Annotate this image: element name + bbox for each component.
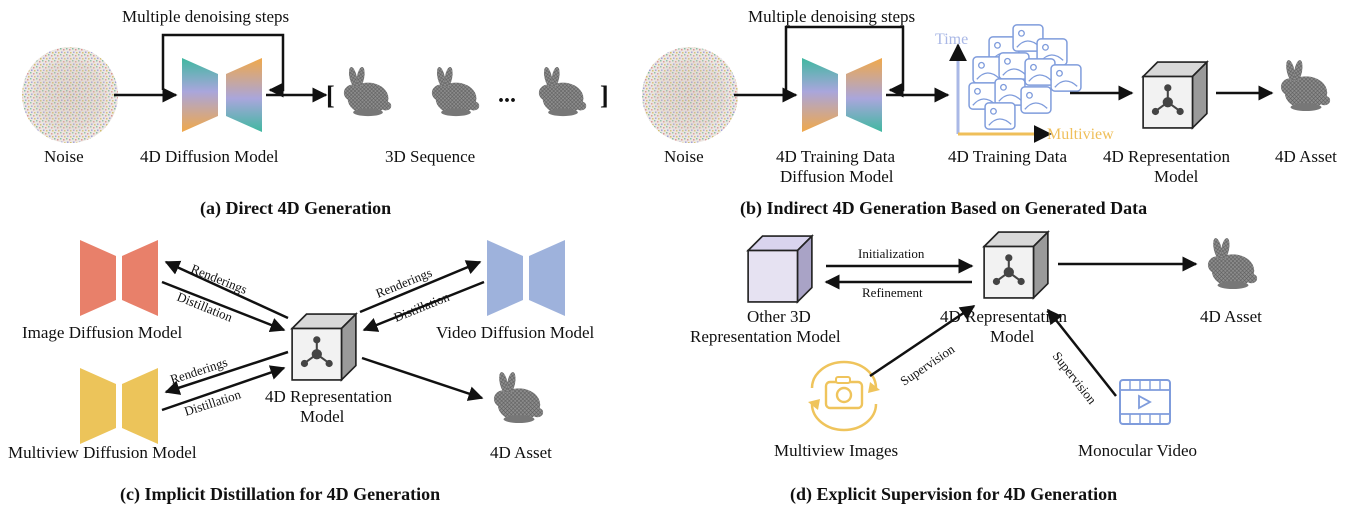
bunny-mesh-icon	[493, 371, 544, 424]
renderings-arrow-image	[164, 260, 289, 320]
video-diffusion-encoder	[487, 240, 523, 316]
initialization-label: Initialization	[858, 246, 925, 261]
caption-b: (b) Indirect 4D Generation Based on Gene…	[740, 198, 1147, 219]
distillation-label-image: Distillation	[175, 289, 235, 325]
caption-a: (a) Direct 4D Generation	[200, 198, 391, 219]
repr-label-d-line2: Model	[990, 327, 1035, 346]
bunny-mesh-icon	[538, 66, 587, 117]
other-label-line1: Other 3D	[747, 307, 811, 326]
repr-label-b-line1: 4D Representation	[1103, 147, 1230, 166]
bunny-mesh-icon	[343, 66, 392, 117]
panel-a: Multiple denoising steps [ ... ] Noise 4…	[22, 7, 609, 219]
image-diffusion-encoder	[80, 240, 116, 316]
multiview-diffusion-decoder	[122, 368, 158, 444]
diffusion-decoder-a	[226, 58, 262, 132]
cube-icon	[747, 235, 813, 303]
cube-molecule-icon	[983, 231, 1049, 299]
other-label-line2: Representation Model	[690, 327, 841, 346]
renderings-arrow-video	[359, 260, 482, 314]
supervision-label-video: Supervision	[1050, 349, 1100, 408]
asset-label-d: 4D Asset	[1200, 307, 1262, 326]
monocular-video-label: Monocular Video	[1078, 441, 1197, 460]
diffusion-encoder-b	[802, 58, 838, 132]
distillation-label-multiview: Distillation	[182, 386, 243, 418]
caption-c: (c) Implicit Distillation for 4D Generat…	[120, 484, 440, 505]
data-card-icon	[1050, 64, 1082, 92]
loop-label-b: Multiple denoising steps	[748, 7, 915, 26]
renderings-label-image: Renderings	[189, 261, 250, 297]
multiview-camera-icon	[808, 360, 880, 432]
cube-molecule-icon	[1142, 61, 1208, 129]
noise-label-b: Noise	[664, 147, 704, 166]
denoise-loop-arrow-a	[161, 33, 285, 98]
loop-label-a: Multiple denoising steps	[122, 7, 289, 26]
model-label-b-line1: 4D Training Data	[776, 147, 895, 166]
noise-label-a: Noise	[44, 147, 84, 166]
asset-label-b: 4D Asset	[1275, 147, 1337, 166]
image-diffusion-decoder	[122, 240, 158, 316]
caption-d: (d) Explicit Supervision for 4D Generati…	[790, 484, 1117, 505]
asset-label-c: 4D Asset	[490, 443, 552, 462]
model-label-a: 4D Diffusion Model	[140, 147, 279, 166]
bunny-mesh-icon	[1280, 59, 1331, 112]
distillation-arrow-video	[362, 280, 485, 332]
ellipsis-a: ...	[498, 82, 516, 108]
supervision-arrow-multiview	[869, 304, 976, 378]
multiview-images-label: Multiview Images	[774, 441, 898, 460]
video-icon	[1119, 379, 1171, 425]
repr-label-c-line2: Model	[300, 407, 345, 426]
bunny-mesh-icon	[431, 66, 480, 117]
panel-c: Image Diffusion Model Video Diffusion Mo…	[8, 240, 595, 505]
renderings-arrow-multiview	[164, 350, 289, 395]
arrow-repr-to-asset-c	[361, 356, 484, 401]
bunny-mesh-icon	[1207, 237, 1258, 290]
bracket-open: [	[326, 81, 335, 110]
data-card-icon	[984, 102, 1016, 130]
video-diffusion-decoder	[529, 240, 565, 316]
denoise-loop-arrow-b	[784, 25, 905, 98]
multiview-axis-label: Multiview	[1047, 126, 1114, 143]
refinement-label: Refinement	[862, 285, 923, 300]
multiview-diffusion-encoder	[80, 368, 116, 444]
image-model-label: Image Diffusion Model	[22, 323, 182, 342]
distillation-arrow-multiview	[161, 365, 286, 412]
time-axis-label: Time	[935, 31, 968, 48]
diffusion-encoder-a	[182, 58, 218, 132]
panel-b: Multiple denoising steps Time Multiview …	[642, 7, 1337, 219]
supervision-label-multiview: Supervision	[897, 341, 957, 388]
panel-d: Other 3D Representation Model Initializa…	[690, 231, 1262, 505]
video-model-label: Video Diffusion Model	[436, 323, 595, 342]
model-label-b-line2: Diffusion Model	[780, 167, 894, 186]
multiview-model-label: Multiview Diffusion Model	[8, 443, 197, 462]
cube-molecule-icon	[291, 313, 357, 381]
sequence-label-a: 3D Sequence	[385, 147, 475, 166]
data-label-b: 4D Training Data	[948, 147, 1067, 166]
data-card-icon	[1020, 86, 1052, 114]
renderings-label-video: Renderings	[374, 265, 435, 301]
repr-label-b-line2: Model	[1154, 167, 1199, 186]
repr-label-c-line1: 4D Representation	[265, 387, 392, 406]
diffusion-decoder-b	[846, 58, 882, 132]
supervision-arrow-video	[1047, 308, 1117, 397]
distillation-arrow-image	[161, 280, 286, 333]
bracket-close: ]	[600, 81, 609, 110]
